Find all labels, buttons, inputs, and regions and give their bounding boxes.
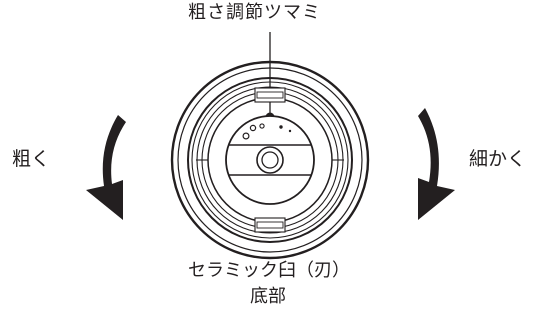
fine-label: 細かく <box>469 148 527 170</box>
adjustment-knob-label: 粗さ調節ツマミ <box>188 2 321 23</box>
left-curved-arrow-icon <box>86 115 126 220</box>
knob-leader-line <box>265 32 275 122</box>
coarse-label: 粗く <box>12 148 51 170</box>
ceramic-mill-label: セラミック臼（刃） <box>188 260 350 281</box>
right-curved-arrow-icon <box>418 108 455 220</box>
bottom-label: 底部 <box>250 286 286 307</box>
grinder-bottom-view <box>170 60 370 260</box>
